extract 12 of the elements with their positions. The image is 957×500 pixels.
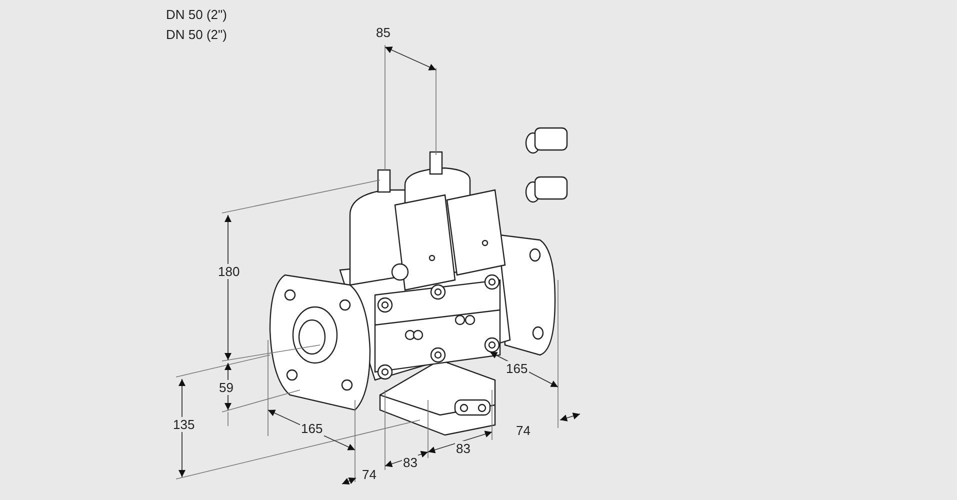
dimension-label: 165: [300, 421, 324, 436]
dimension-label: 74: [515, 423, 532, 438]
dimension-label: 180: [217, 264, 241, 279]
dimension-label: 59: [218, 380, 234, 395]
dimension-label: 74: [361, 467, 378, 482]
dimension-label: 83: [402, 455, 418, 470]
dimension-label: 85: [375, 25, 392, 40]
dimension-label: 83: [455, 441, 472, 456]
dimension-label: 165: [505, 361, 529, 376]
nominal-size-label: DN 50 (2"): [165, 27, 228, 42]
dimension-label: 135: [172, 417, 196, 432]
nominal-size-label: DN 50 (2"): [165, 7, 228, 22]
